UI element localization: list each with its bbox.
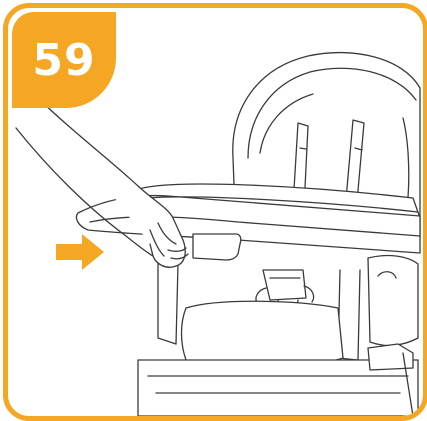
- step-number: 59: [32, 35, 95, 86]
- instruction-frame: 59: [3, 3, 427, 421]
- step-number-badge: 59: [12, 12, 116, 108]
- seat-cushion: [182, 301, 344, 367]
- hand-arm: [16, 98, 188, 267]
- right-arrow-icon: [56, 234, 104, 270]
